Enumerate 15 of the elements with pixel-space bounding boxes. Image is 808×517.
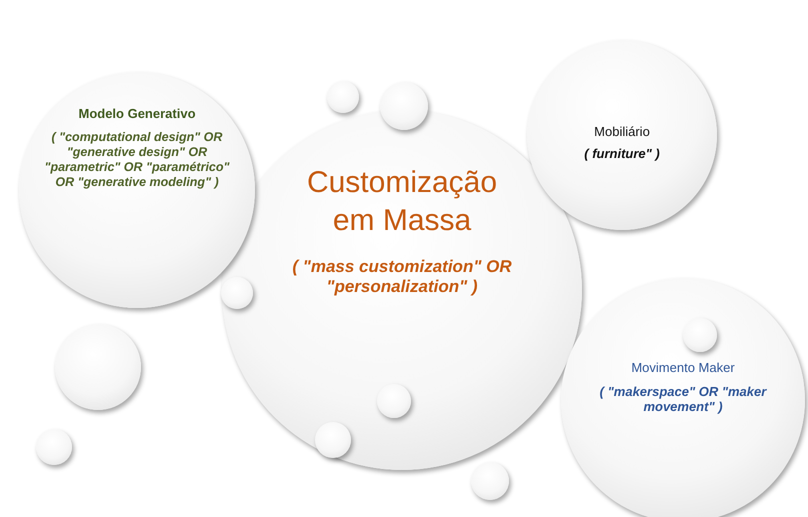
heading-text: Modelo Generativo — [77, 106, 197, 122]
bubble-circle — [327, 81, 359, 113]
search-terms-text: ( "mass customization" OR "personalization" ) — [291, 257, 513, 298]
heading-text: Customização em Massa — [306, 165, 498, 238]
bubble-circle — [36, 429, 72, 465]
bubble-circle — [315, 422, 351, 458]
search-terms-text: ( "makerspace" OR "maker movement" ) — [598, 384, 768, 415]
bubble-circle — [377, 384, 411, 418]
heading-text: Movimento Maker — [630, 360, 736, 376]
bubble-circle — [471, 462, 509, 500]
search-terms-text: ( "computational design" OR "generative design" OR "parametric" OR "paramétrico" OR "generative modeling" ) — [44, 130, 230, 190]
heading-text: Mobiliário — [593, 124, 651, 140]
bubble-circle — [683, 318, 717, 352]
bubble-circle — [380, 82, 428, 130]
search-terms-text: ( furniture" ) — [583, 146, 661, 162]
